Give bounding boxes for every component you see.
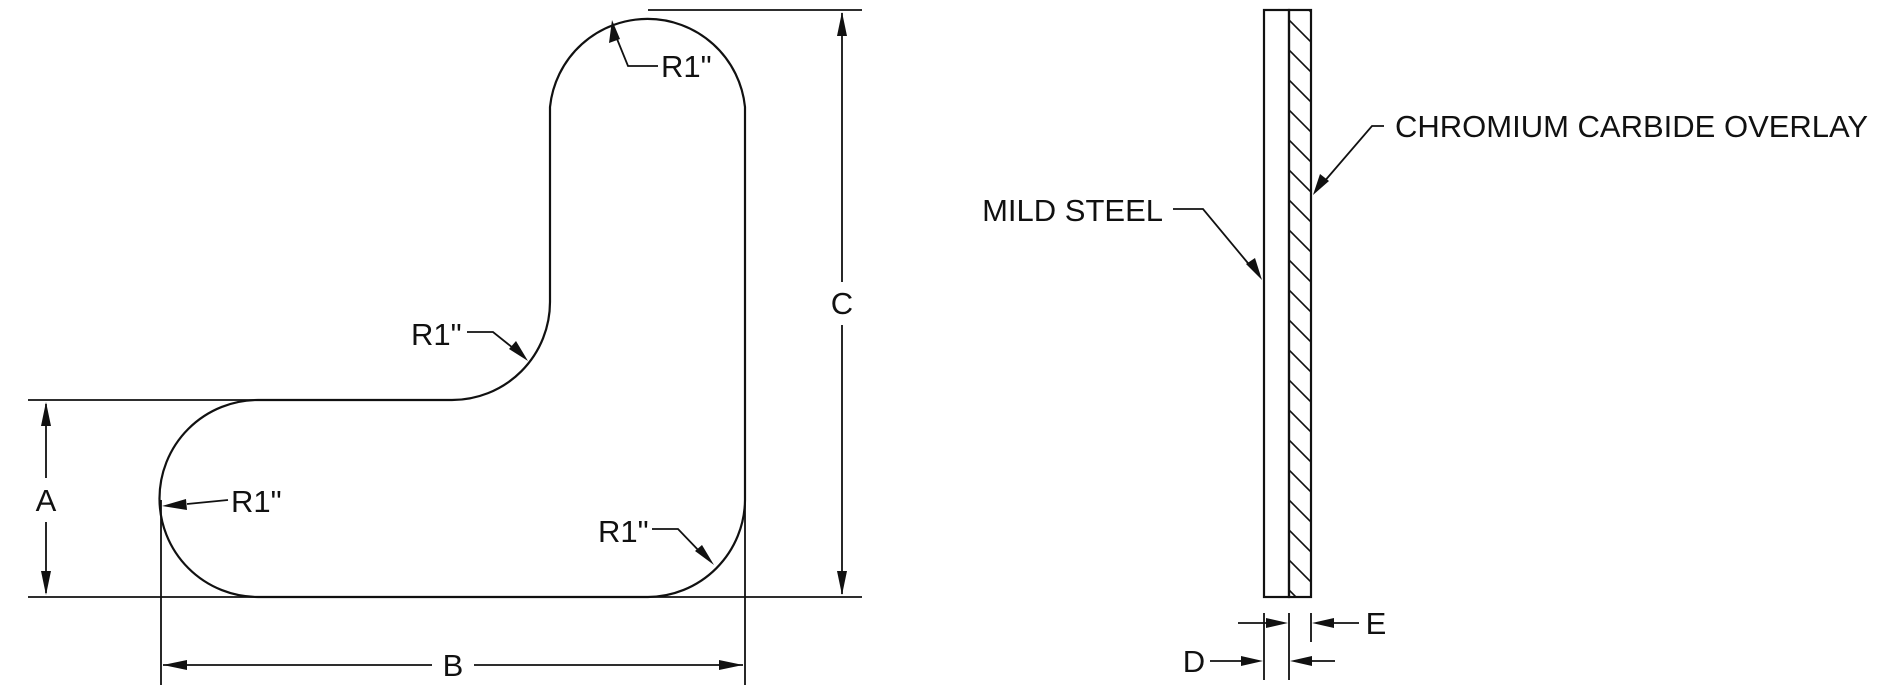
l-shape-part-view: A B C R1" R1"	[28, 9, 862, 685]
radius-callout-inner: R1"	[411, 317, 528, 361]
mild-steel-callout: MILD STEEL	[982, 193, 1262, 280]
radius-label-bottom-right: R1"	[598, 514, 649, 549]
dimension-e: E	[1238, 606, 1386, 641]
overlay-label: CHROMIUM CARBIDE OVERLAY	[1395, 109, 1868, 144]
overlay-callout: CHROMIUM CARBIDE OVERLAY	[1313, 109, 1868, 195]
dimension-d-label: D	[1183, 644, 1205, 679]
dimension-a: A	[36, 402, 57, 595]
chromium-carbide-overlay-layer	[1287, 8, 1313, 599]
dimension-b-label: B	[443, 648, 464, 683]
dimension-c: C	[831, 12, 853, 595]
dimension-c-label: C	[831, 286, 853, 321]
dimension-e-label: E	[1366, 606, 1387, 641]
overlay-hatching	[1289, 10, 1311, 597]
radius-callout-top: R1"	[609, 20, 712, 84]
radius-label-left: R1"	[231, 484, 282, 519]
mild-steel-label: MILD STEEL	[982, 193, 1163, 228]
radius-callout-left: R1"	[162, 484, 282, 519]
radius-label-inner: R1"	[411, 317, 462, 352]
dimension-d: D	[1183, 644, 1335, 679]
dimension-a-label: A	[36, 483, 57, 518]
radius-callout-bottom-right: R1"	[598, 514, 714, 565]
section-view: CHROMIUM CARBIDE OVERLAY MILD STEEL D E	[982, 8, 1868, 680]
radius-label-top: R1"	[661, 49, 712, 84]
mild-steel-layer	[1262, 8, 1291, 599]
dimension-b: B	[163, 648, 743, 683]
